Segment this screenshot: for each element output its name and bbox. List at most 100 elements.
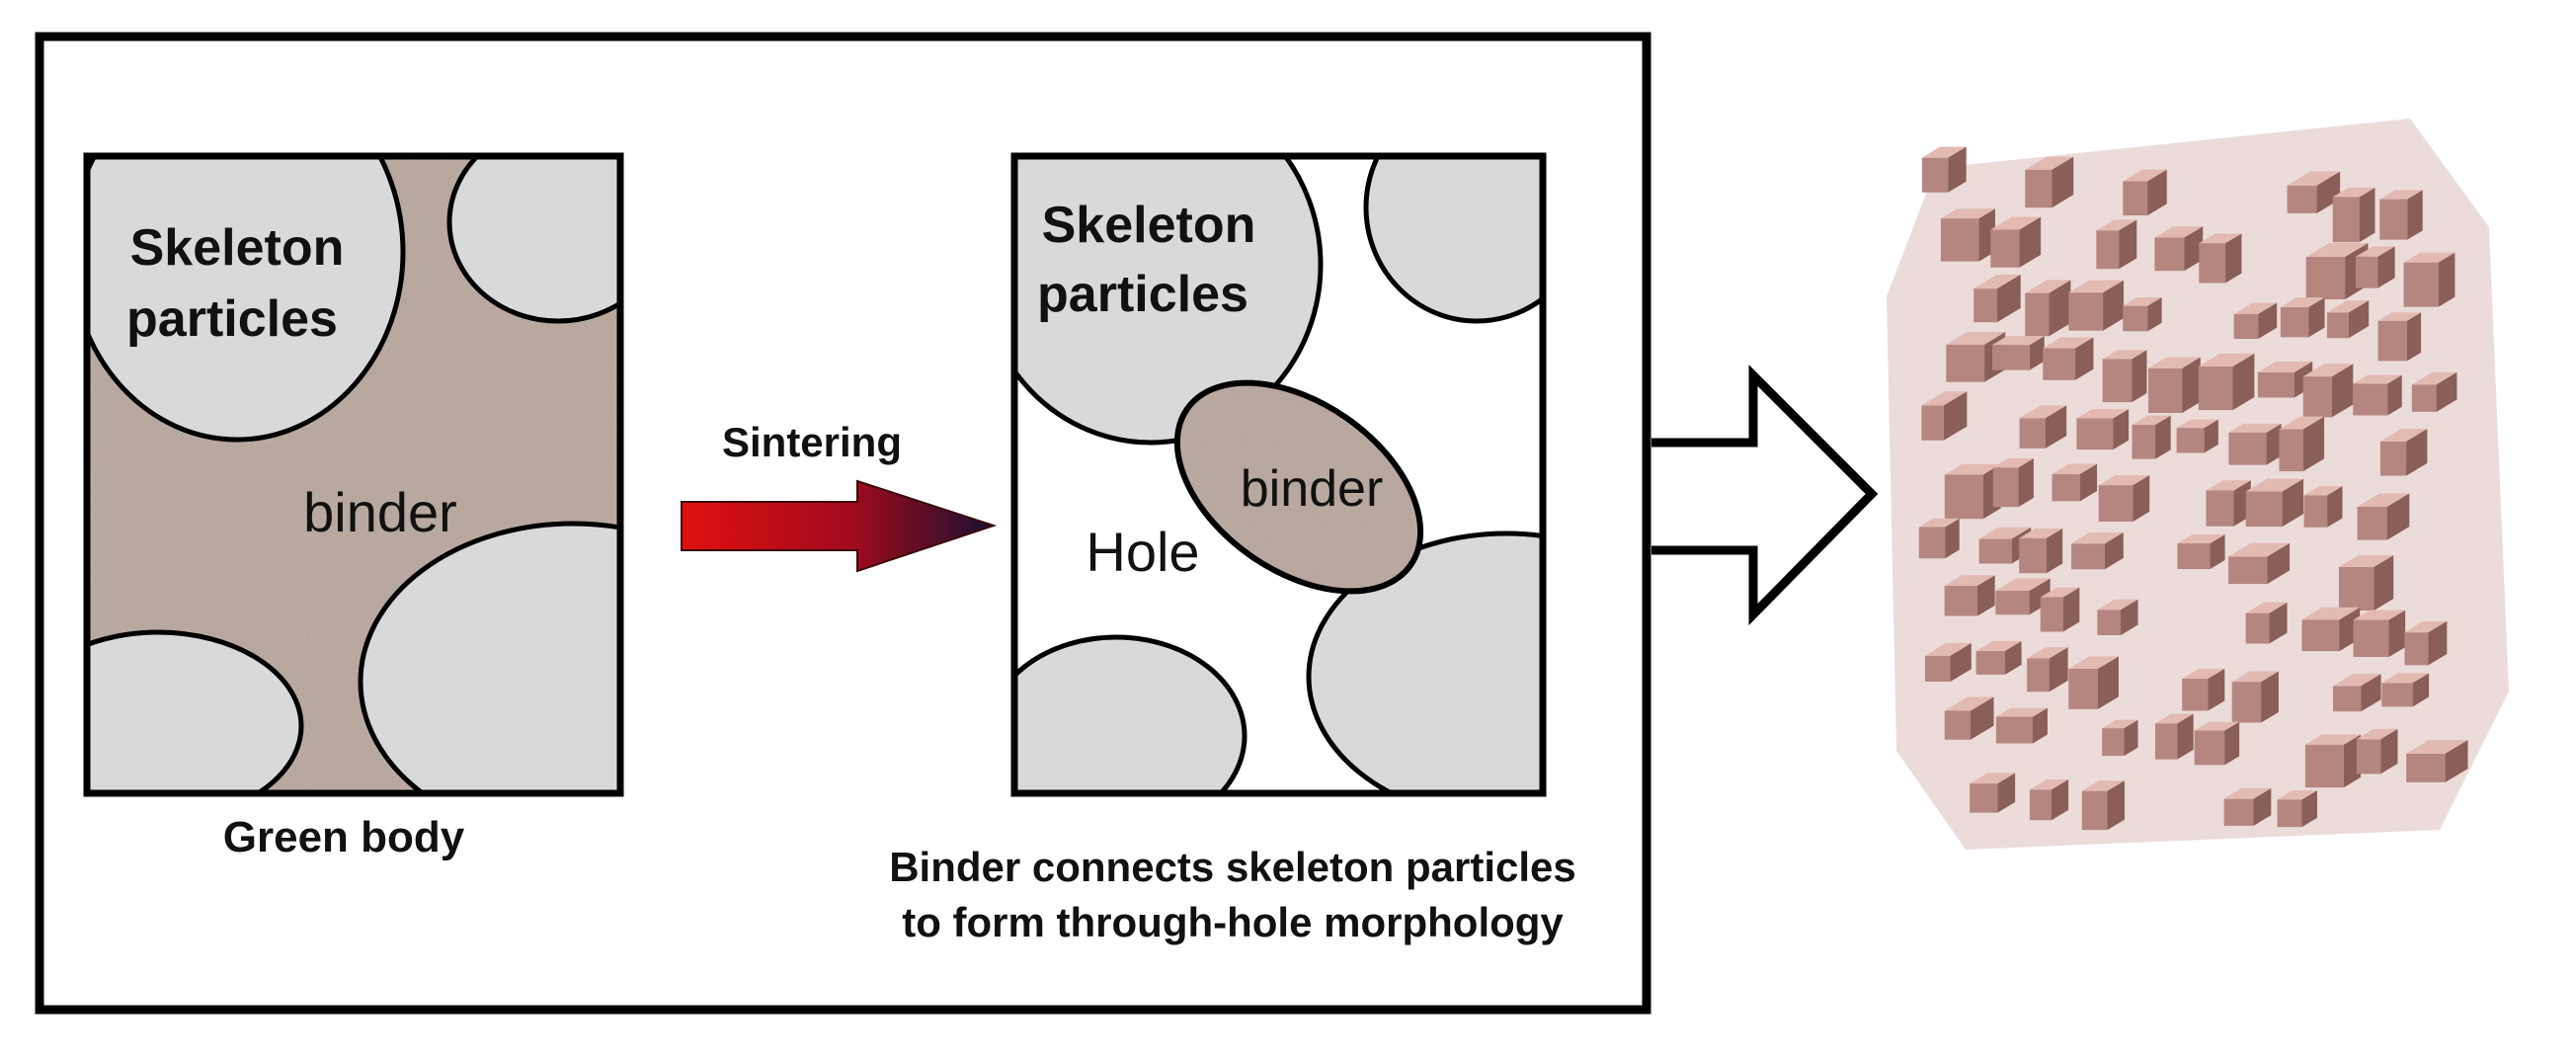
green-body-panel: Skeleton particles binder Green body bbox=[83, 152, 624, 861]
structure-cube bbox=[2076, 409, 2130, 450]
structure-cube bbox=[2025, 156, 2074, 208]
structure-cube bbox=[2199, 233, 2242, 284]
structure-cube bbox=[1995, 707, 2048, 744]
structure-cube bbox=[2353, 374, 2402, 416]
structure-cube bbox=[2326, 300, 2370, 339]
skeleton-label-line2: particles bbox=[1037, 266, 1248, 323]
structure-cube bbox=[2043, 337, 2094, 380]
structure-cube bbox=[2132, 415, 2171, 459]
structure-cube bbox=[2154, 226, 2204, 272]
structure-cube bbox=[2176, 419, 2218, 453]
structure-cube bbox=[2403, 252, 2455, 307]
structure-cube bbox=[2097, 599, 2138, 636]
structure-cube bbox=[2381, 673, 2430, 707]
structure-cube bbox=[1973, 274, 2021, 323]
structure-cube bbox=[2194, 721, 2240, 766]
structure-cube bbox=[1990, 216, 2042, 268]
skeleton-label-line2: particles bbox=[126, 290, 338, 348]
outer-frame bbox=[35, 32, 1651, 1015]
skeleton-particle bbox=[358, 521, 620, 793]
structure-cube bbox=[2081, 780, 2125, 831]
structure-cube bbox=[2154, 713, 2194, 760]
skeleton-particle bbox=[1014, 634, 1248, 793]
structure-cube bbox=[2287, 171, 2341, 213]
structure-cube bbox=[1940, 208, 1995, 262]
structure-cube bbox=[1975, 640, 2022, 675]
structure-cube bbox=[2245, 478, 2304, 528]
structure-cube bbox=[2123, 297, 2162, 332]
skeleton-particle bbox=[87, 629, 304, 793]
structure-cube bbox=[2279, 416, 2325, 472]
structure-cube bbox=[2228, 423, 2282, 465]
structure-cube bbox=[1992, 336, 2045, 370]
structure-cube bbox=[1970, 773, 2016, 813]
structure-cube bbox=[2377, 312, 2422, 362]
structure-cube bbox=[2102, 350, 2147, 403]
structure-cube bbox=[2404, 620, 2448, 666]
result-arrow-icon bbox=[1651, 365, 1879, 625]
structure-cube bbox=[2231, 671, 2279, 723]
structure-cube bbox=[2019, 405, 2067, 449]
structure-cube bbox=[1944, 696, 1994, 740]
structure-cube bbox=[2379, 190, 2423, 240]
structure-cube bbox=[2027, 647, 2068, 693]
structure-cube bbox=[2052, 463, 2098, 502]
structure-cube bbox=[2302, 364, 2354, 418]
structure-cube bbox=[2357, 493, 2410, 540]
structure-cube bbox=[1924, 642, 1972, 682]
binder-label: binder bbox=[1241, 460, 1384, 518]
skeleton-label-line1: Skeleton bbox=[130, 219, 345, 277]
skeleton-particle bbox=[1014, 156, 1324, 446]
sintered-panel: Skeleton particles binder Hole Binder co… bbox=[889, 152, 1576, 945]
structure-cube bbox=[2303, 486, 2343, 528]
skeleton-label-line1: Skeleton bbox=[1042, 197, 1256, 254]
structure-cube bbox=[2177, 534, 2225, 569]
structure-cube bbox=[1944, 575, 1995, 616]
structure-cube bbox=[2102, 719, 2138, 757]
structure-cube bbox=[1992, 458, 2034, 508]
structure-cube bbox=[2223, 787, 2272, 826]
skeleton-particle bbox=[1306, 531, 1543, 793]
structure-cube bbox=[2206, 480, 2251, 527]
structure-cube bbox=[2233, 302, 2278, 339]
cube-cluster bbox=[1918, 146, 2468, 831]
structure-cube bbox=[2071, 531, 2124, 570]
structure-cube bbox=[2301, 607, 2361, 652]
porous-structure-render bbox=[1887, 119, 2509, 850]
structure-cube bbox=[1944, 463, 2001, 520]
structure-cube bbox=[2040, 587, 2080, 632]
structure-cube bbox=[2245, 602, 2288, 644]
structure-cube bbox=[2356, 728, 2398, 775]
structure-cube bbox=[2338, 555, 2394, 611]
structure-cube bbox=[2098, 475, 2150, 522]
skeleton-particle bbox=[87, 156, 406, 443]
sintering-label: Sintering bbox=[722, 419, 902, 465]
structure-cube bbox=[2333, 674, 2381, 712]
sintering-step: Sintering bbox=[681, 419, 998, 573]
structure-cube bbox=[2355, 246, 2395, 288]
structure-cube bbox=[2280, 297, 2325, 338]
structure-cube bbox=[1921, 146, 1967, 193]
structure-cube bbox=[2304, 734, 2362, 788]
structure-cube bbox=[2182, 668, 2225, 711]
structure-cube bbox=[2068, 280, 2125, 331]
green-body-caption: Green body bbox=[223, 813, 465, 861]
structure-cube bbox=[2198, 353, 2255, 411]
binder-label: binder bbox=[303, 481, 457, 543]
hole-label: Hole bbox=[1086, 521, 1199, 583]
structure-cube bbox=[1918, 518, 1960, 559]
structure-cube bbox=[2096, 219, 2137, 270]
structure-cube bbox=[2123, 169, 2167, 216]
structure-cube bbox=[2353, 610, 2406, 658]
skeleton-particle bbox=[446, 156, 620, 324]
structure-cube bbox=[2025, 280, 2071, 337]
skeleton-particle bbox=[1363, 156, 1543, 324]
structure-cube bbox=[2019, 528, 2063, 574]
structure-cube bbox=[2379, 429, 2428, 476]
structure-cube bbox=[2332, 187, 2375, 243]
structure-cube bbox=[1995, 578, 2051, 615]
sintered-caption-line1: Binder connects skeleton particles bbox=[889, 844, 1576, 890]
sintering-arrow-icon bbox=[681, 479, 998, 573]
